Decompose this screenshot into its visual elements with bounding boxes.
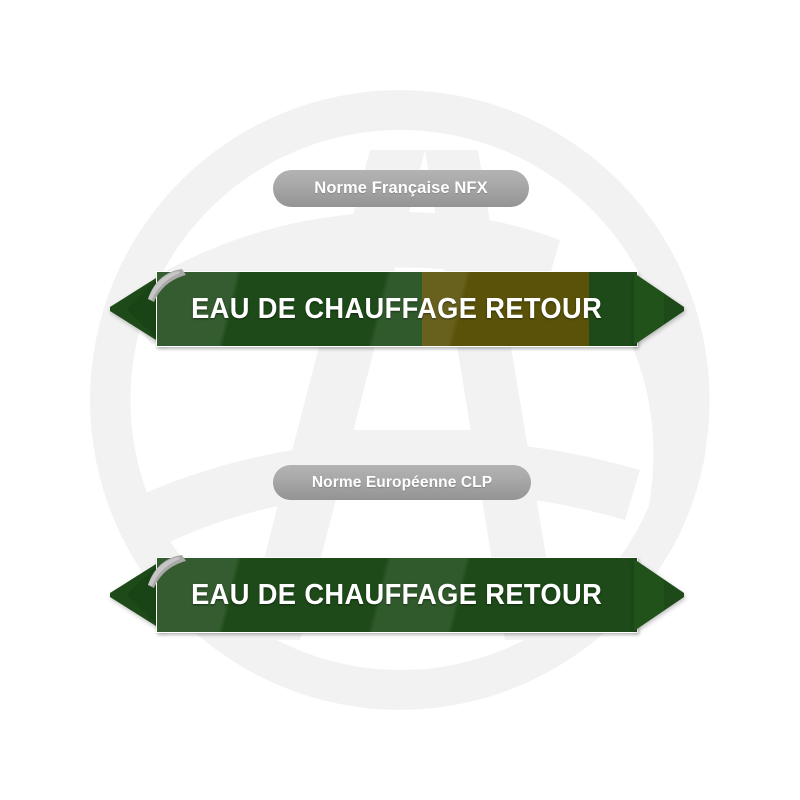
arrow-right-icon [634, 273, 684, 345]
arrow-right-icon [634, 559, 684, 631]
badge-norme-francaise-nfx-label: Norme Française NFX [314, 179, 488, 197]
marker-bar: EAU DE CHAUFFAGE RETOUR [156, 557, 638, 633]
marker-bar: EAU DE CHAUFFAGE RETOUR [156, 271, 638, 347]
pipe-marker-norme-francaise-nfx: EAU DE CHAUFFAGE RETOUR [108, 269, 686, 347]
marker-caption: EAU DE CHAUFFAGE RETOUR [191, 292, 603, 325]
badge-norme-francaise-nfx: Norme Française NFX [273, 170, 529, 207]
marker-caption: EAU DE CHAUFFAGE RETOUR [191, 578, 603, 611]
badge-norme-europeenne-clp-label: Norme Européenne CLP [311, 473, 493, 491]
badge-norme-europeenne-clp: Norme Européenne CLP [273, 465, 531, 500]
pipe-marker-norme-europeenne-clp: EAU DE CHAUFFAGE RETOUR [108, 555, 686, 633]
